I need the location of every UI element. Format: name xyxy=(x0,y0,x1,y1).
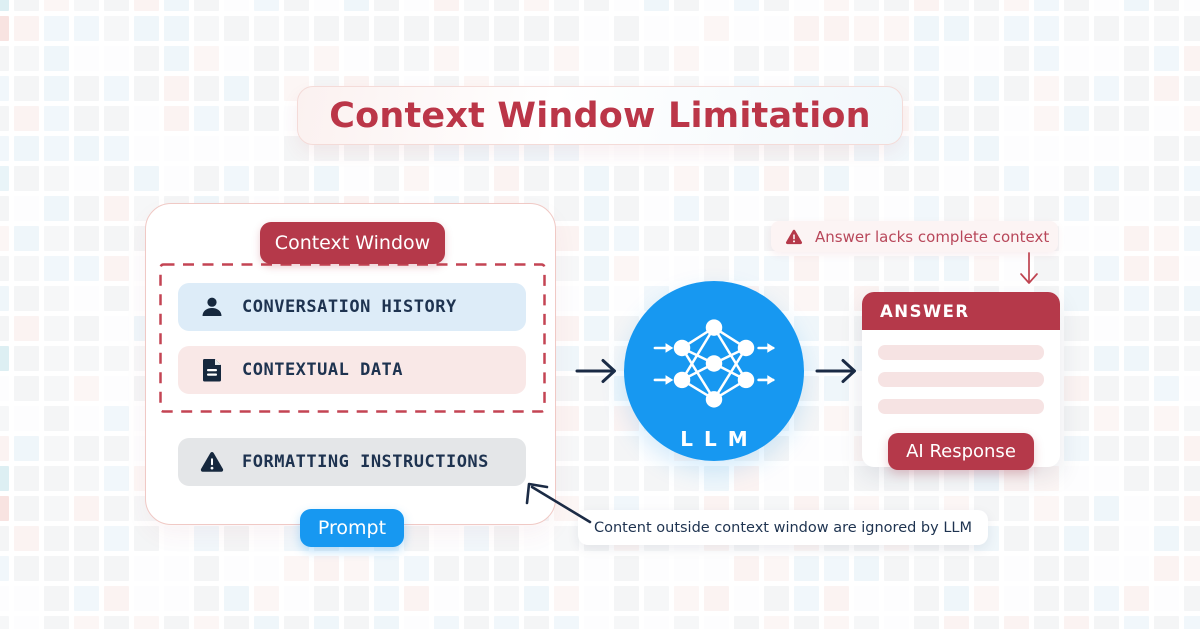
row-contextual-data: CONTEXTUAL DATA xyxy=(178,346,526,394)
llm-label: LLM xyxy=(680,427,759,451)
warning-icon xyxy=(785,229,803,245)
row-label: CONTEXTUAL DATA xyxy=(242,360,404,380)
prompt-badge-label: Prompt xyxy=(317,517,387,539)
context-window-dashed-border xyxy=(159,263,546,413)
warning-icon xyxy=(200,450,224,474)
skeleton-line xyxy=(878,399,1044,414)
title-banner: Context Window Limitation xyxy=(297,86,903,145)
arrow-note-to-formatting xyxy=(525,482,592,524)
ai-response-badge: AI Response xyxy=(888,433,1034,470)
context-window-tab: Context Window xyxy=(260,222,445,264)
prompt-badge: Prompt xyxy=(300,509,404,547)
arrow-prompt-to-llm xyxy=(575,359,616,383)
llm-node: LLM xyxy=(624,281,804,461)
note-callout: Content outside context window are ignor… xyxy=(578,510,988,545)
answer-header-label: ANSWER xyxy=(880,301,970,321)
warning-callout-text: Answer lacks complete context xyxy=(815,227,1050,246)
user-icon xyxy=(200,295,224,319)
row-label: CONVERSATION HISTORY xyxy=(242,297,457,317)
row-conversation-history: CONVERSATION HISTORY xyxy=(178,283,526,331)
arrow-llm-to-answer xyxy=(815,359,856,383)
arrow-warning-to-answer xyxy=(1020,252,1038,284)
ai-response-badge-label: AI Response xyxy=(906,441,1016,462)
context-window-tab-label: Context Window xyxy=(274,232,431,254)
note-callout-text: Content outside context window are ignor… xyxy=(593,519,972,536)
answer-header: ANSWER xyxy=(862,292,1060,330)
page-title: Context Window Limitation xyxy=(329,95,871,136)
document-icon xyxy=(200,358,224,382)
skeleton-line xyxy=(878,345,1044,360)
neural-network-icon xyxy=(651,314,777,415)
warning-callout: Answer lacks complete context xyxy=(771,221,1058,252)
skeleton-line xyxy=(878,372,1044,387)
row-formatting-instructions: FORMATTING INSTRUCTIONS xyxy=(178,438,526,486)
row-label: FORMATTING INSTRUCTIONS xyxy=(242,452,489,472)
